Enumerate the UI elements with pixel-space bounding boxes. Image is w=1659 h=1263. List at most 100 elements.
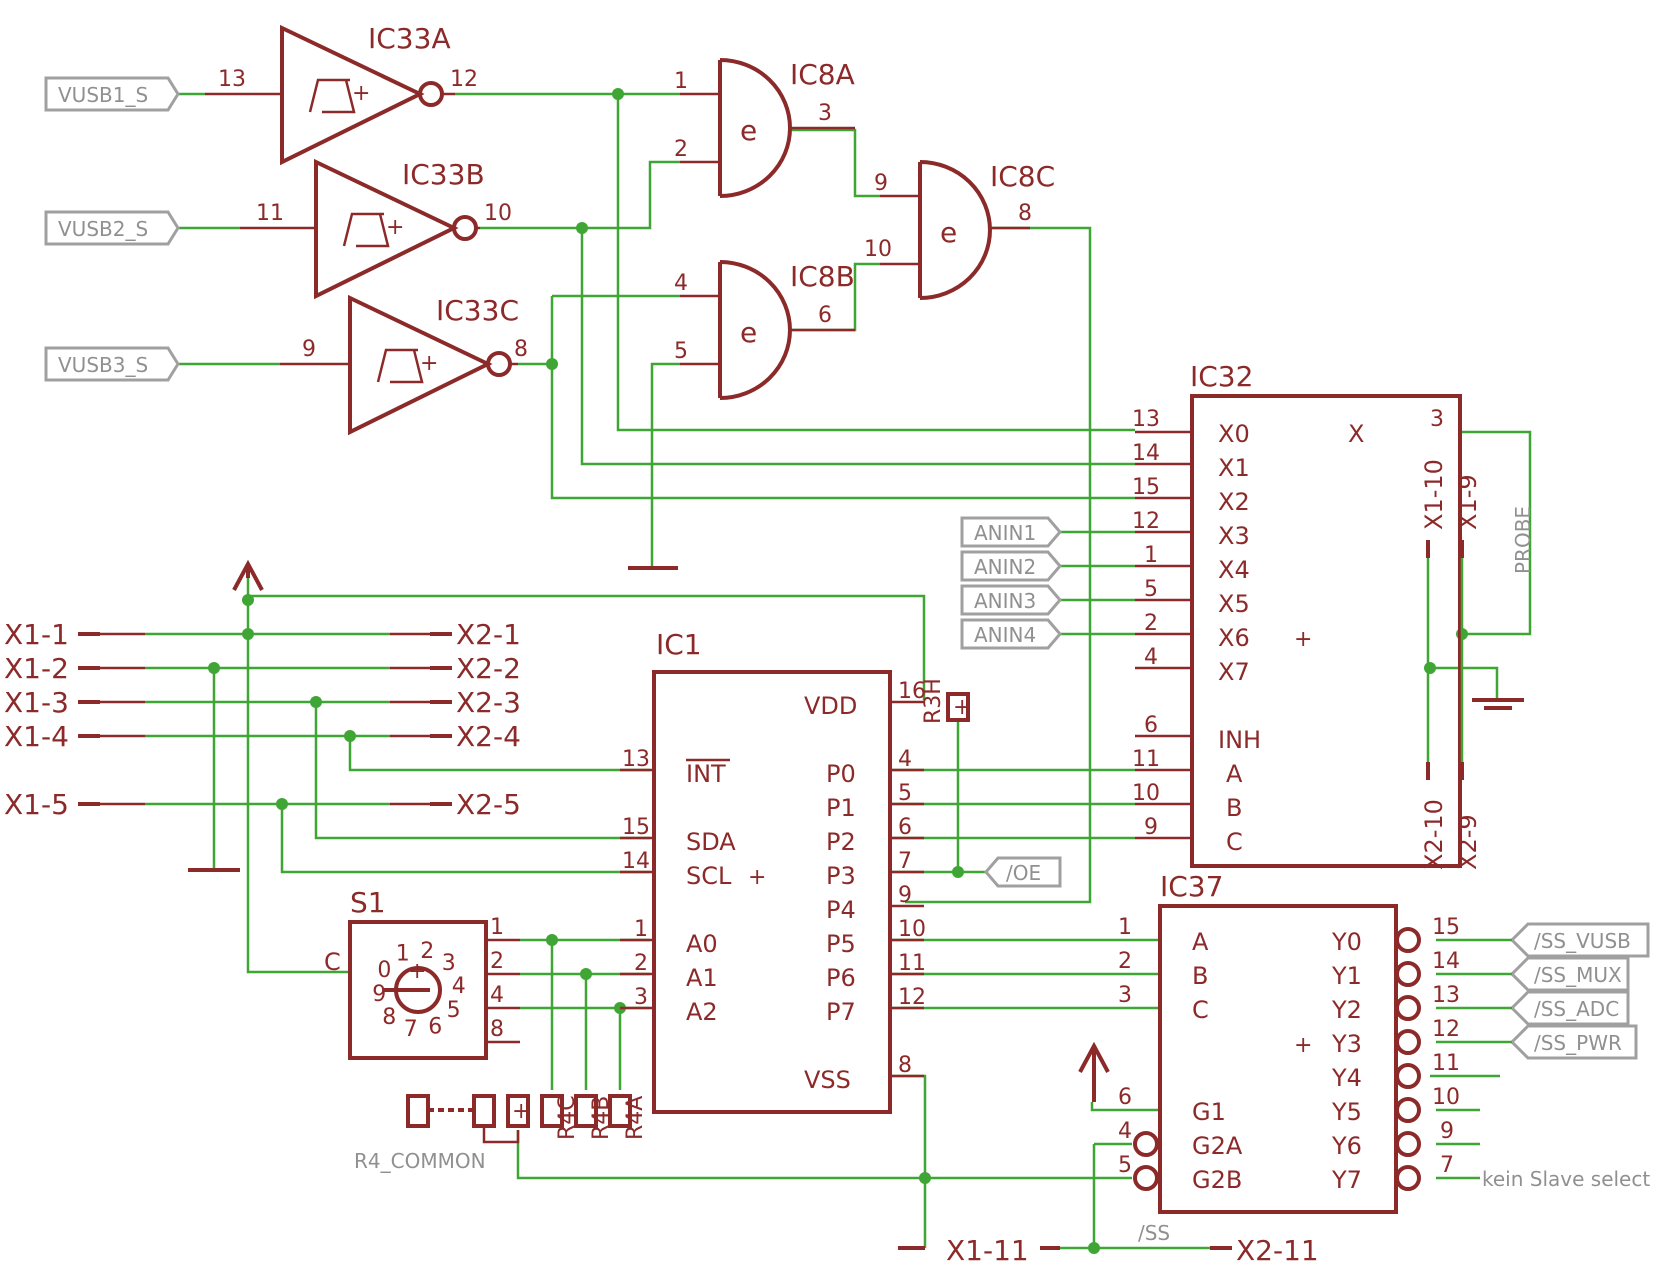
svg-text:X2: X2 [1218,488,1250,516]
svg-text:2: 2 [634,951,648,976]
svg-text:X1-3: X1-3 [4,686,69,719]
svg-text:VSS: VSS [804,1066,851,1094]
svg-text:7: 7 [898,849,912,874]
s1-dial-digit: 9 [372,982,386,1007]
svg-text:/SS_VUSB: /SS_VUSB [1534,929,1631,953]
ic32: IC32 X0 X1 X2 X3 X4 X5 X6 X7 13 14 15 12… [1132,360,1462,868]
svg-text:P2: P2 [826,828,856,856]
svg-text:P1: P1 [826,794,856,822]
x11-connectors: X1-11 X2-11 /SS [946,1221,1319,1263]
ic37-output-bubble [1395,1131,1421,1157]
port-vusb1: VUSB1_S [58,83,148,107]
svg-text:2: 2 [674,137,688,162]
svg-text:11: 11 [898,951,926,976]
svg-text:/OE: /OE [1006,861,1041,885]
svg-text:SCL: SCL [686,862,732,890]
svg-text:R3H: R3H [921,678,946,724]
ic8a-gate: e IC8A 1 2 3 [674,58,855,198]
ic37-output-bubble [1395,1029,1421,1055]
svg-text:+: + [953,695,971,720]
svg-text:A0: A0 [686,930,718,958]
svg-text:X2-4: X2-4 [456,720,521,753]
svg-text:P3: P3 [826,862,856,890]
svg-text:15: 15 [1132,475,1160,500]
s1-dial-digit: 7 [404,1017,418,1042]
oe-port: /OE [984,856,1062,888]
ic37-output-bubble [1395,995,1421,1021]
ss-ports: /SS_VUSB /SS_MUX /SS_ADC /SS_PWR kein Sl… [1436,922,1650,1191]
svg-text:4: 4 [1144,645,1158,670]
ic1-name: IC1 [656,628,702,661]
svg-text:e: e [940,216,957,249]
svg-text:2: 2 [1118,949,1132,974]
svg-text:11: 11 [1432,1051,1460,1076]
svg-text:10: 10 [864,237,892,262]
svg-text:X2-2: X2-2 [456,652,521,685]
svg-text:/SS: /SS [1138,1221,1170,1245]
svg-text:3: 3 [1430,407,1444,432]
svg-text:X1-5: X1-5 [4,788,69,821]
ic8c-label: IC8C [990,160,1055,193]
svg-text:+: + [408,959,426,984]
svg-text:1: 1 [634,917,648,942]
ic37-output-bubble [1395,961,1421,987]
svg-text:ANIN3: ANIN3 [974,589,1036,613]
ic37-output-bubble [1395,927,1421,953]
svg-text:X1: X1 [1218,454,1250,482]
svg-text:B: B [1226,794,1242,822]
port-vusb2: VUSB2_S [58,217,148,241]
svg-text:A2: A2 [686,998,718,1026]
svg-text:5: 5 [1144,577,1158,602]
svg-text:X3: X3 [1218,522,1250,550]
svg-text:X2-1: X2-1 [456,618,521,651]
svg-text:R4_COMMON: R4_COMMON [354,1149,486,1173]
svg-text:X0: X0 [1218,420,1250,448]
svg-text:10: 10 [898,917,926,942]
svg-text:13: 13 [218,67,246,92]
svg-text:P5: P5 [826,930,856,958]
ic37-output-bubble [1395,1165,1421,1191]
svg-text:10: 10 [484,201,512,226]
svg-text:16: 16 [898,679,926,704]
svg-text:7: 7 [1440,1153,1454,1178]
svg-text:2: 2 [1144,611,1158,636]
svg-text:3: 3 [634,985,648,1010]
r3h-resistor: + R3H [921,678,971,724]
port-vusb3: VUSB3_S [58,353,148,377]
s1-name: S1 [350,886,386,919]
svg-text:INH: INH [1218,726,1261,754]
svg-text:INT: INT [686,760,726,788]
svg-text:10: 10 [1132,781,1160,806]
r4-array: + R4C R4B R4A R4_COMMON [354,1094,648,1173]
s1-dial-digit: 3 [442,951,456,976]
svg-text:A1: A1 [686,964,718,992]
s1-dial-digit: 5 [447,998,461,1023]
svg-text:5: 5 [674,339,688,364]
svg-text:/SS_MUX: /SS_MUX [1534,963,1622,987]
s1-dial-digit: 6 [428,1015,442,1040]
probe-bottom-1: X2-10 [1420,799,1448,870]
svg-text:X2-5: X2-5 [456,788,521,821]
svg-text:1: 1 [674,69,688,94]
ic37-name: IC37 [1160,870,1223,903]
svg-text:Y2: Y2 [1331,996,1362,1024]
svg-text:13: 13 [622,747,650,772]
ic8a-label: IC8A [790,58,855,91]
svg-text:ANIN4: ANIN4 [974,623,1036,647]
svg-text:15: 15 [1432,915,1460,940]
ic37-output-bubble [1395,1097,1421,1123]
svg-text:9: 9 [1144,815,1158,840]
svg-text:1: 1 [1144,543,1158,568]
ic8c-gate: e IC8C 9 10 8 [864,160,1055,300]
svg-text:X1-11: X1-11 [946,1234,1029,1263]
svg-text:8: 8 [1018,201,1032,226]
svg-text:G2A: G2A [1192,1132,1243,1160]
svg-text:+: + [512,1099,530,1124]
svg-text:11: 11 [1132,747,1160,772]
svg-text:13: 13 [1132,407,1160,432]
svg-text:B: B [1192,962,1208,990]
svg-text:6: 6 [1118,1085,1132,1110]
svg-text:12: 12 [450,67,478,92]
